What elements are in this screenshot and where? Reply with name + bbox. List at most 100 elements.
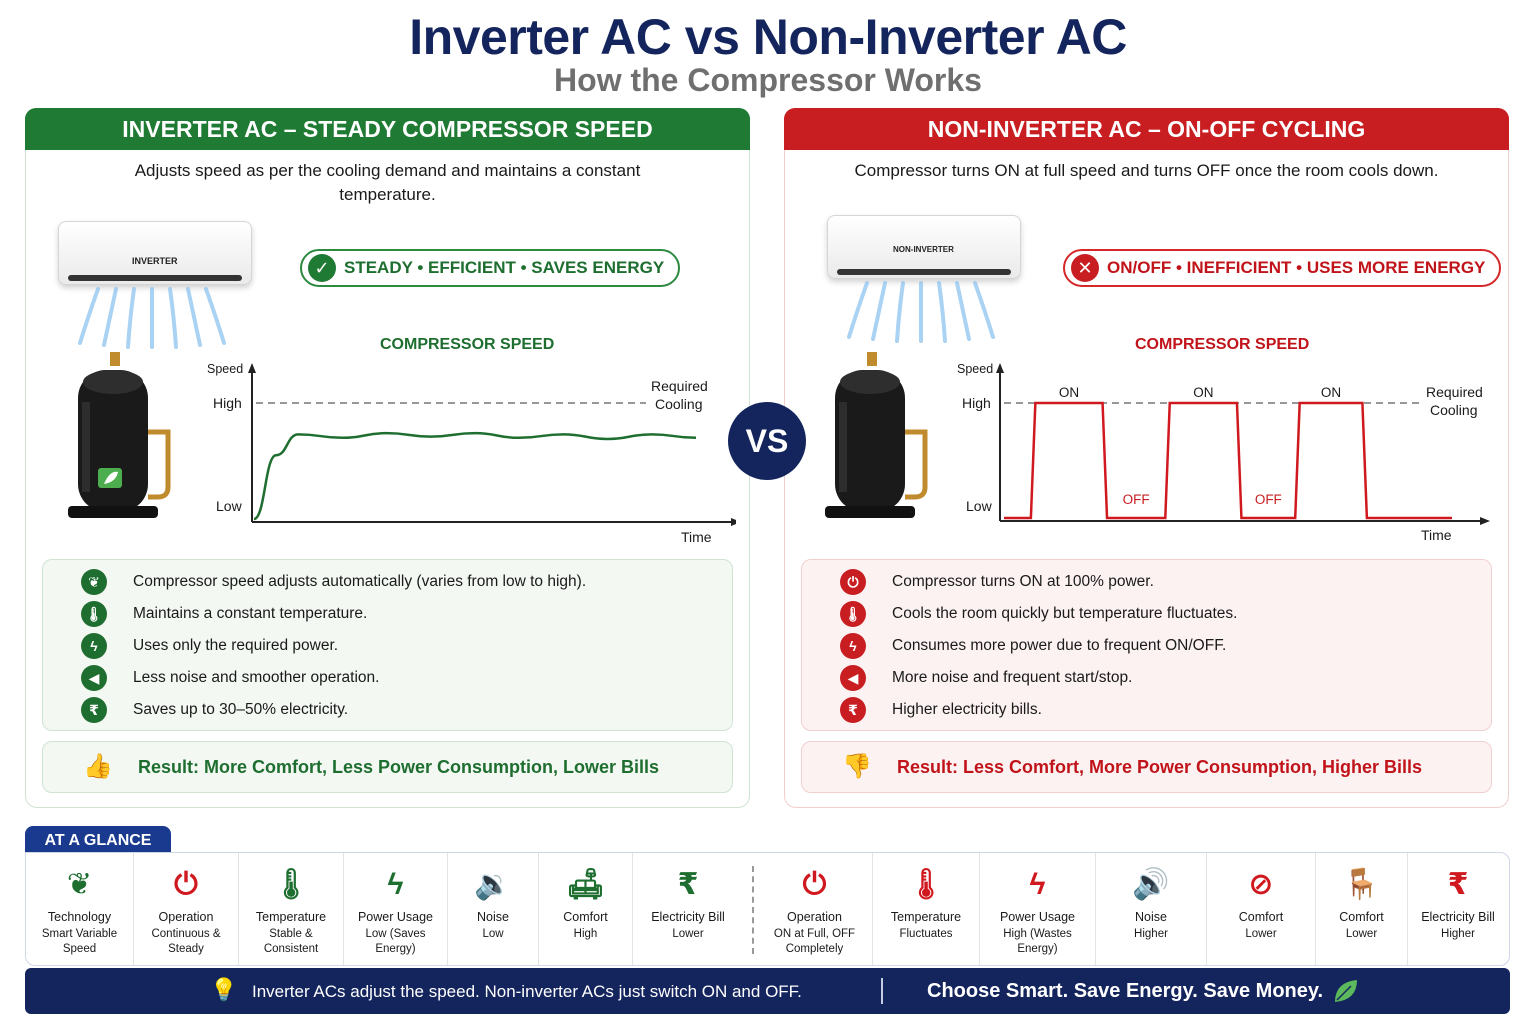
lightbulb-icon: 💡 xyxy=(210,977,238,1002)
y-axis-label: Speed xyxy=(957,362,993,376)
compressor-icon xyxy=(68,352,171,518)
glance-item-value: Fluctuates xyxy=(899,928,953,940)
glance-item: ϟ Power Usage High (Wastes Energy) xyxy=(980,853,1096,965)
feature-item: ₹ Saves up to 30–50% electricity. xyxy=(43,694,732,726)
off-label: OFF xyxy=(1123,492,1150,507)
armchair-icon: 🪑 xyxy=(1342,868,1381,901)
feature-text: Uses only the required power. xyxy=(133,637,339,654)
glance-item-value: Low xyxy=(482,928,504,940)
glance-item-value: Higher xyxy=(1134,928,1168,940)
x-axis-arrow xyxy=(1480,517,1490,525)
feature-text: Compressor turns ON at 100% power. xyxy=(892,573,1154,590)
noninverter-result: 👎 Result: Less Comfort, More Power Consu… xyxy=(801,741,1492,793)
glance-item-title: Noise xyxy=(477,910,509,924)
discomfort-icon: ⊘ xyxy=(1248,868,1274,901)
power-icon: ⏻ xyxy=(174,868,198,901)
y-axis-arrow xyxy=(248,363,256,373)
lightning-icon: ϟ xyxy=(1029,868,1046,901)
thermometer-icon: 🌡 xyxy=(271,868,311,901)
glance-item-title: Comfort xyxy=(563,910,608,924)
feature-text: Consumes more power due to frequent ON/O… xyxy=(892,637,1227,654)
airflow-icon xyxy=(847,281,995,343)
series-line xyxy=(1004,401,1452,520)
noninverter-header: NON-INVERTER AC – ON-OFF CYCLING xyxy=(784,108,1509,150)
glance-item: 🪑 Comfort Lower xyxy=(1316,853,1408,965)
glance-item-title: Noise xyxy=(1135,910,1167,924)
glance-item-title: Comfort xyxy=(1339,910,1384,924)
lightning-icon: ϟ xyxy=(387,868,404,901)
feature-item: ◀ More noise and frequent start/stop. xyxy=(802,662,1491,694)
glance-item: ϟ Power Usage Low (Saves Energy) xyxy=(344,853,448,965)
feature-item: ₹ Higher electricity bills. xyxy=(802,694,1491,726)
power-icon: ⏻ xyxy=(840,569,866,595)
required-label-line1: Required xyxy=(651,378,708,394)
x-axis-label: Time xyxy=(1421,527,1452,543)
glance-item: ⊘ Comfort Lower xyxy=(1207,853,1316,965)
footer-divider xyxy=(881,978,883,1004)
inverter-unit-label: INVERTER xyxy=(132,256,178,266)
y-axis-arrow xyxy=(996,363,1004,373)
y-axis-label: Speed xyxy=(207,362,243,376)
noninverter-chart-title: COMPRESSOR SPEED xyxy=(1135,336,1310,353)
inverter-badge-text: STEADY • EFFICIENT • SAVES ENERGY xyxy=(344,258,665,277)
inverter-ac-unit: INVERTER xyxy=(58,221,252,349)
noninverter-result-text: Result: Less Comfort, More Power Consump… xyxy=(897,757,1423,777)
feature-text: Maintains a constant temperature. xyxy=(133,605,368,622)
noninverter-unit-label: NON-INVERTER xyxy=(893,245,954,254)
footer-right-text: Choose Smart. Save Energy. Save Money. xyxy=(927,980,1324,1002)
glance-item-value: ON at Full, OFF Completely xyxy=(773,928,856,955)
feature-text: Cools the room quickly but temperature f… xyxy=(892,605,1238,622)
page-title: Inverter AC vs Non-Inverter AC xyxy=(409,9,1127,65)
glance-item-value: High xyxy=(573,928,598,940)
glance-item-title: Temperature xyxy=(890,910,962,924)
check-icon: ✓ xyxy=(308,254,336,282)
inverter-panel: INVERTER AC – STEADY COMPRESSOR SPEED Ad… xyxy=(25,108,750,808)
noninverter-ac-unit: NON-INVERTER xyxy=(827,215,1021,343)
inverter-chart-title: COMPRESSOR SPEED xyxy=(380,336,555,353)
thumbs-up-icon: 👍 xyxy=(83,753,113,780)
glance-item: ❦ Technology Smart Variable Speed xyxy=(26,853,134,965)
glance-item-value: Low (Saves Energy) xyxy=(365,928,426,955)
glance-item-title: Comfort xyxy=(1238,910,1284,924)
page-subtitle: How the Compressor Works xyxy=(554,62,982,98)
airflow-icon xyxy=(78,287,226,349)
glance-item-title: Temperature xyxy=(255,910,327,924)
on-label: ON xyxy=(1321,385,1341,400)
feature-text: More noise and frequent start/stop. xyxy=(892,669,1133,686)
cross-icon: ✕ xyxy=(1071,254,1099,282)
speaker-icon: 🔉 xyxy=(474,868,512,901)
y-tick-high: High xyxy=(213,395,242,411)
glance-item-title: Power Usage xyxy=(999,910,1076,924)
thermometer-icon: 🌡 xyxy=(81,601,107,627)
inverter-result-text: Result: More Comfort, Less Power Consump… xyxy=(138,757,660,777)
feature-item: ❦ Compressor speed adjusts automatically… xyxy=(43,566,732,598)
leaf-icon: ❦ xyxy=(81,569,107,595)
power-icon: ⏻ xyxy=(802,868,827,901)
rupee-icon: ₹ xyxy=(840,697,866,723)
y-tick-low: Low xyxy=(216,498,243,514)
thumbs-down-icon: 👎 xyxy=(842,753,872,780)
glance-item-value: Stable & Consistent xyxy=(263,928,319,955)
glance-item-value: Smart Variable Speed xyxy=(41,928,118,955)
glance-item-value: Higher xyxy=(1441,928,1475,940)
sofa-icon: 🛋 xyxy=(566,868,605,901)
inverter-features: ❦ Compressor speed adjusts automatically… xyxy=(42,559,733,731)
glance-item-title: Electricity Bill xyxy=(651,910,725,924)
lightning-icon: ϟ xyxy=(840,633,866,659)
required-label-line2: Cooling xyxy=(655,396,702,412)
speaker-icon: ◀ xyxy=(840,665,866,691)
noninverter-chart: Speed High Low Required Cooling Time ONO… xyxy=(957,362,1490,543)
thermometer-icon: 🌡 xyxy=(906,868,946,901)
glance-item: 🌡 Temperature Stable & Consistent xyxy=(239,853,344,965)
on-label: ON xyxy=(1193,385,1213,400)
feature-text: Less noise and smoother operation. xyxy=(133,669,380,686)
rupee-icon: ₹ xyxy=(1447,868,1469,901)
glance-item: 🔊 Noise Higher xyxy=(1096,853,1207,965)
footer-banner: 💡 Inverter ACs adjust the speed. Non-inv… xyxy=(25,968,1510,1014)
inverter-chart: Speed High Low Required Cooling Time xyxy=(207,362,736,545)
lightning-icon: ϟ xyxy=(81,633,107,659)
noninverter-badge: ✕ ON/OFF • INEFFICIENT • USES MORE ENERG… xyxy=(1063,249,1502,287)
off-label: OFF xyxy=(1255,492,1282,507)
required-label-line2: Cooling xyxy=(1430,402,1477,418)
